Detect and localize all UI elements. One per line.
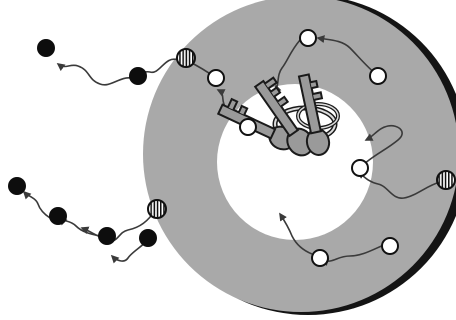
outside-dots [8,39,157,247]
inside-dot [312,250,328,266]
outer-ring [143,0,456,315]
outside-dot [37,39,55,57]
outside-dot [8,177,26,195]
striped-port-icon-top [177,49,195,67]
outside-dot [129,67,147,85]
outside-dot [49,207,67,225]
path-outside-top [58,59,178,85]
inside-dot [208,70,224,86]
inside-dot [240,119,256,135]
inside-dot [300,30,316,46]
inside-dot [382,238,398,254]
outside-dot [98,227,116,245]
inside-dot [370,68,386,84]
striped-port-icon-left [148,200,166,218]
striped-port-icon-right [437,171,455,189]
inside-dot [352,160,368,176]
path-outside-low1 [24,192,50,218]
outside-dot [139,229,157,247]
